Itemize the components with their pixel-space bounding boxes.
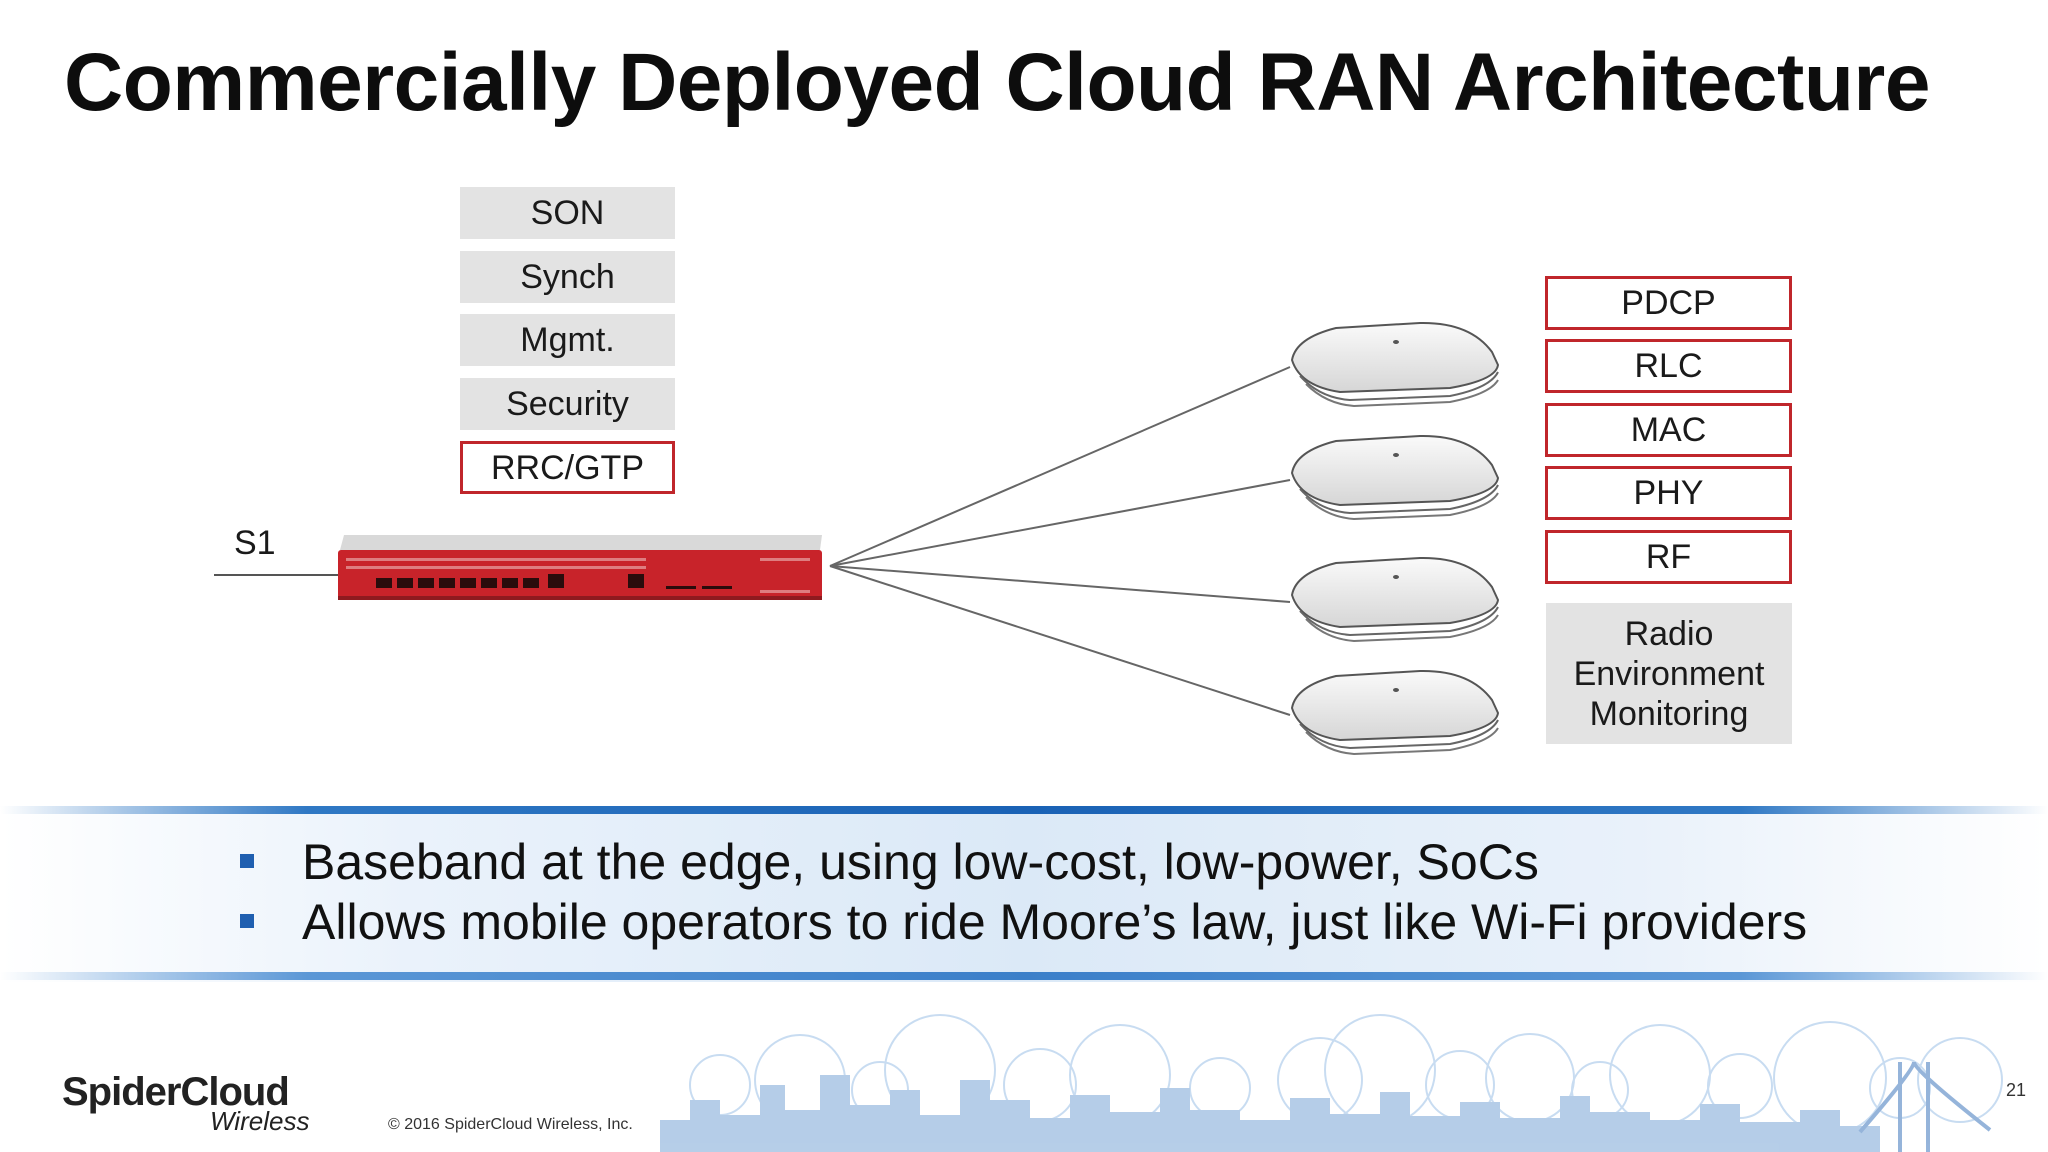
bullet-text: Baseband at the edge, using low-cost, lo… [302,834,1539,890]
bullet-text: Allows mobile operators to ride Moore’s … [302,894,1808,950]
band-bottom-rule [0,972,2048,980]
phy-box: PHY [1545,466,1792,520]
band-top-rule [0,806,2048,814]
copyright-text: © 2016 SpiderCloud Wireless, Inc. [388,1116,633,1133]
bullet-item: Allows mobile operators to ride Moore’s … [240,892,1807,952]
spidercloud-logo: SpiderCloud Wireless [62,1070,309,1134]
security-box: Security [460,378,675,430]
rlc-box: RLC [1545,339,1792,393]
rf-box: RF [1545,530,1792,584]
page-number: 21 [2006,1080,2027,1100]
radio-node-1 [1290,321,1500,408]
services-node-appliance [338,535,822,600]
bullet-list: Baseband at the edge, using low-cost, lo… [240,832,1807,952]
pdcp-box: PDCP [1545,276,1792,330]
rrc-gtp-box: RRC/GTP [460,441,675,494]
skyline-decoration [660,1014,2003,1152]
bullet-square-icon [240,854,254,868]
radio-environment-monitoring-box: Radio Environment Monitoring [1546,603,1792,744]
radio-node-4 [1290,669,1500,756]
slide-title: Commercially Deployed Cloud RAN Architec… [64,37,1930,128]
bullet-band [0,806,2048,982]
bullet-square-icon [240,914,254,928]
bullet-item: Baseband at the edge, using low-cost, lo… [240,832,1807,892]
logo-sub: Wireless [210,1106,310,1136]
radio-node-2 [1290,434,1500,521]
radio-node-3 [1290,556,1500,643]
s1-interface-label: S1 [234,524,276,562]
fanout-links [829,366,1291,716]
logo-brand: SpiderCloud [62,1070,290,1114]
mgmt-box: Mgmt. [460,314,675,366]
son-box: SON [460,187,675,239]
mac-box: MAC [1545,403,1792,457]
synch-box: Synch [460,251,675,303]
